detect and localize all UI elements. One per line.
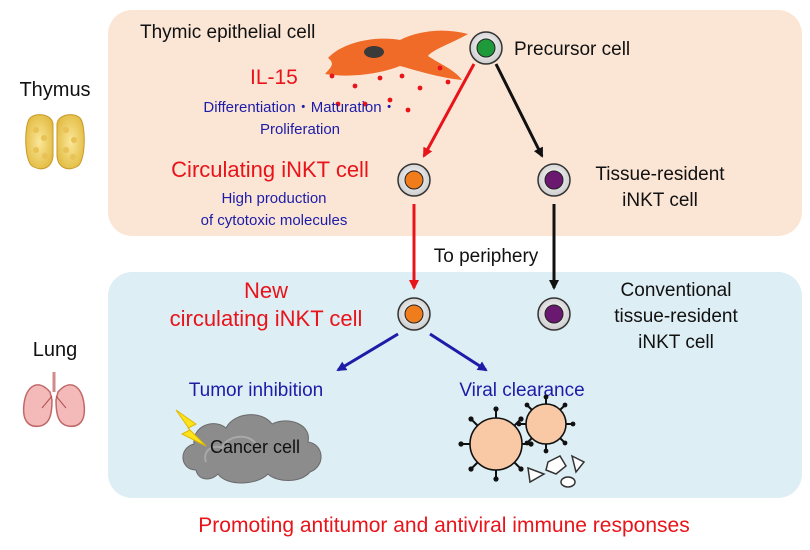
arrow-to-tumor-inhibition [336,332,399,372]
circulating-inkt-cell [397,163,431,197]
thymus-region [108,10,802,236]
lung-organ-icon [22,372,86,428]
arrow-precursor-to-resident [494,63,544,158]
tumor-inhibition-label: Tumor inhibition [189,380,323,401]
conventional-resident-inkt-cell [537,297,571,331]
il15-effect-line2: Proliferation [260,121,340,138]
il15-label: IL-15 [250,66,298,89]
precursor-cell [469,31,503,65]
nucleus [364,46,384,58]
virus-debris [527,454,586,488]
viral-clearance-label: Viral clearance [459,380,584,401]
circulating-note-line2: of cytotoxic molecules [201,212,348,229]
thymus-label: Thymus [19,79,90,101]
new-circulating-line1: New [244,278,288,303]
to-periphery-label: To periphery [434,246,539,267]
conclusion-text: Promoting antitumor and antiviral immune… [198,514,689,537]
conventional-line3: iNKT cell [638,332,714,353]
cancer-cell-cloud [175,409,322,484]
tissue-resident-inkt-cell [537,163,571,197]
il15-dots [329,65,451,113]
thymus-organ-icon [25,114,85,170]
virus-small [516,394,576,454]
tissue-resident-line1: Tissue-resident [595,164,725,185]
conventional-line2: tissue-resident [614,306,738,327]
tissue-resident-line2: iNKT cell [622,190,698,211]
conventional-line1: Conventional [621,280,732,301]
circulating-cell-label: Circulating iNKT cell [171,157,369,182]
thymic-epithelial-cell [325,30,468,80]
lightning-icon [175,409,207,447]
new-circulating-line2: circulating iNKT cell [170,306,363,331]
epithelial-cell-label: Thymic epithelial cell [140,22,315,43]
il15-effect-line1: Differentiation・Maturation・ [203,99,396,116]
lung-label: Lung [33,339,78,361]
arrow-to-viral-clearance [429,332,488,372]
cancer-cell-label: Cancer cell [210,437,300,457]
circulating-note-line1: High production [221,190,326,207]
virus-large [458,406,534,482]
precursor-cell-label: Precursor cell [514,39,630,60]
new-circulating-inkt-cell [397,297,431,331]
arrow-precursor-to-circulating [422,63,476,158]
